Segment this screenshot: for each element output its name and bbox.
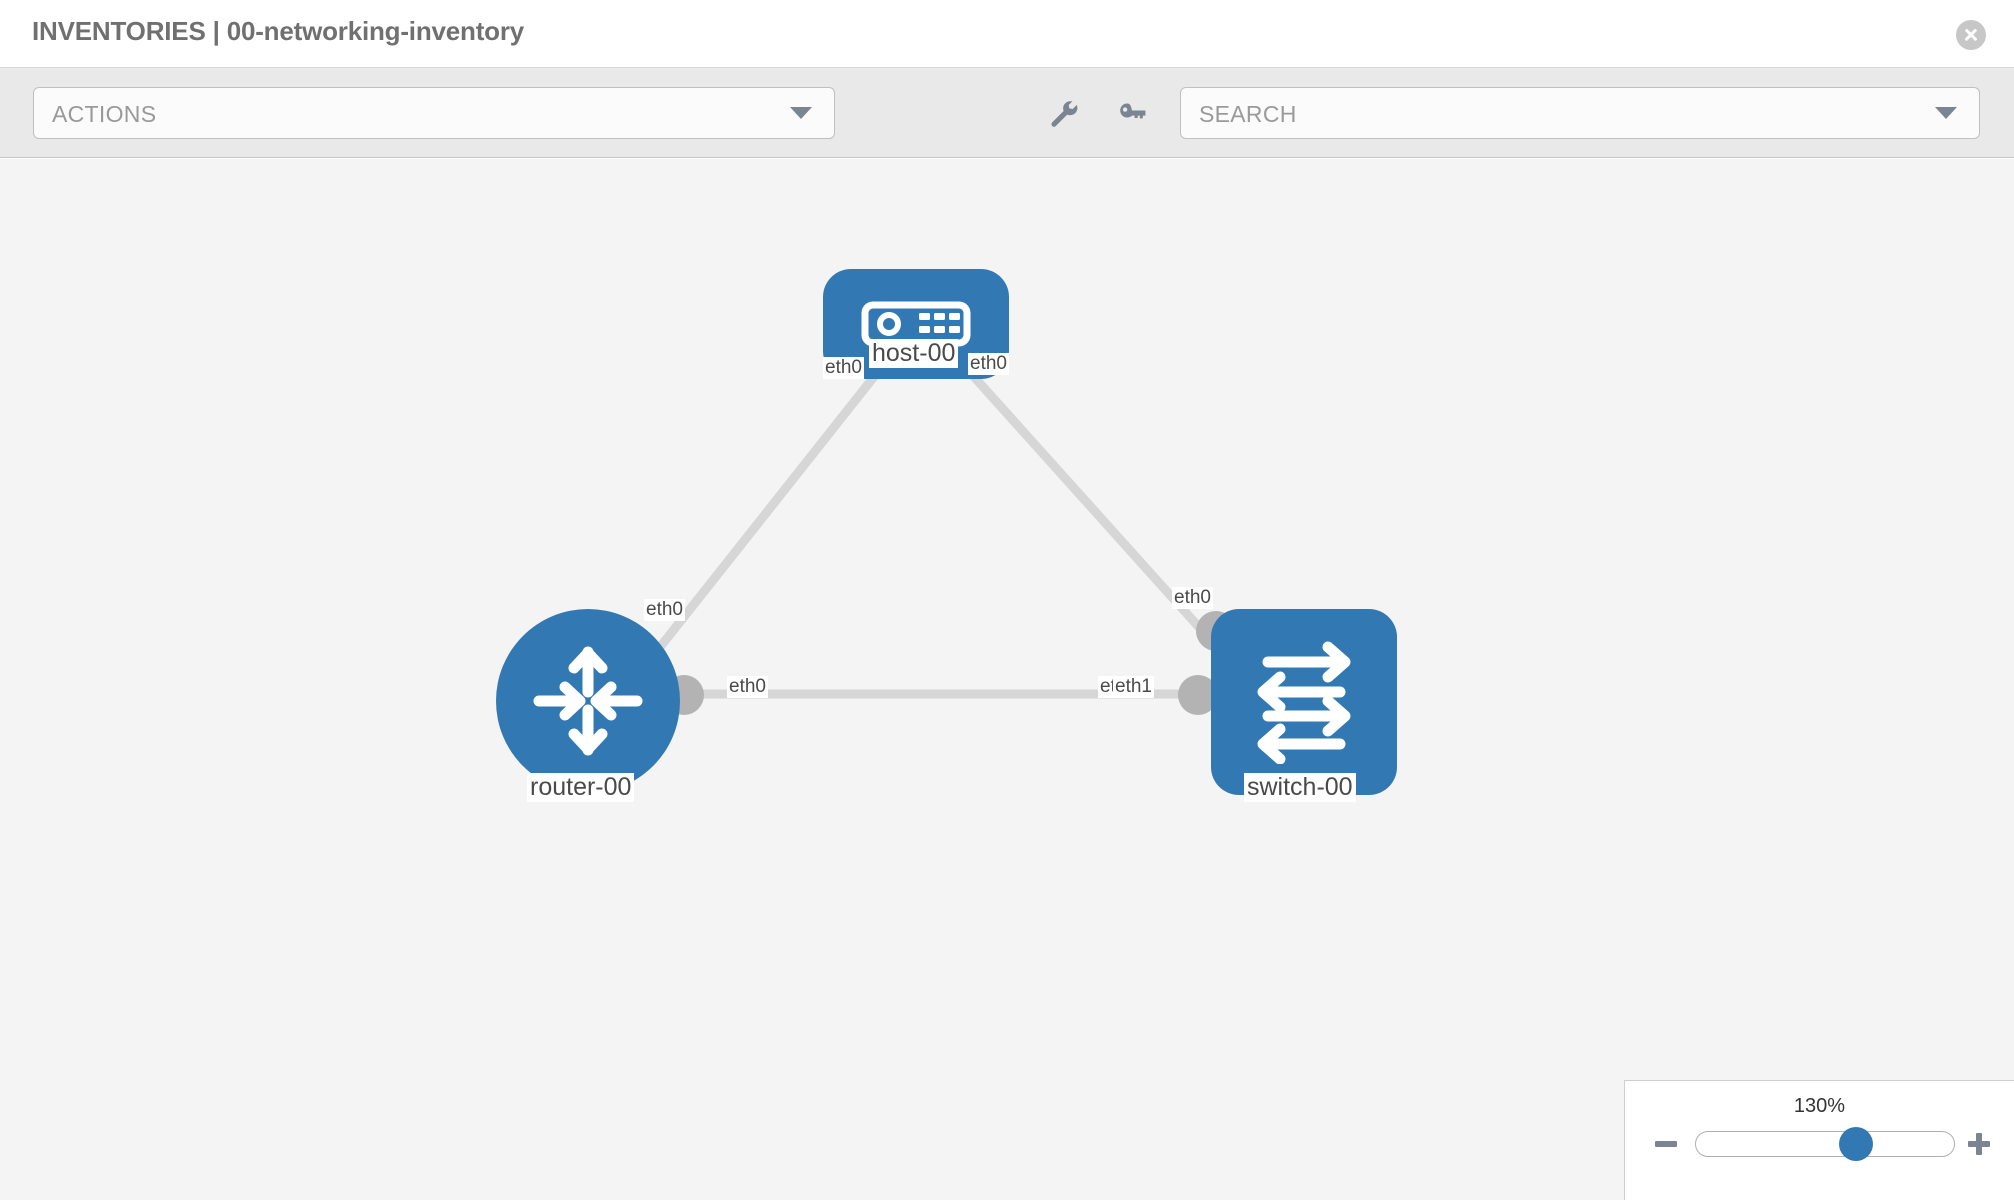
search-placeholder: SEARCH (1199, 101, 1297, 127)
page-header: INVENTORIES | 00-networking-inventory (0, 0, 2014, 68)
actions-dropdown-label: ACTIONS (52, 101, 157, 127)
node-label-switch-00[interactable]: switch-00 (1244, 773, 1356, 802)
edge-label-host-left: eth0 (823, 357, 864, 379)
zoom-slider-thumb[interactable] (1838, 1127, 1873, 1161)
zoom-percent-label: 130% (1793, 1095, 1846, 1117)
node-label-host-00[interactable]: host-00 (869, 339, 959, 368)
edge-label-host-right: eth0 (968, 353, 1009, 375)
actions-dropdown[interactable]: ACTIONS (33, 87, 835, 139)
zoom-slider[interactable] (1695, 1127, 1955, 1161)
zoom-control: 130% (1624, 1080, 2014, 1200)
router-arrows-icon (533, 646, 643, 756)
close-icon[interactable] (1956, 20, 1986, 50)
minus-icon[interactable] (1653, 1131, 1679, 1157)
chevron-down-icon (790, 107, 812, 119)
server-icon (861, 301, 971, 347)
plus-icon[interactable] (1966, 1131, 1992, 1157)
edge-label-router-up: eth0 (644, 599, 685, 621)
edge-label-switch-up: eth0 (1172, 587, 1213, 609)
switch-node-shape[interactable] (1211, 609, 1397, 795)
key-icon[interactable] (1114, 98, 1150, 130)
search-input[interactable]: SEARCH (1180, 87, 1980, 139)
toolbar: ACTIONS SEARCH (0, 68, 2014, 158)
topology-canvas[interactable]: host-00 router-00 (0, 159, 2014, 1200)
edge-label-router-right: eth0 (727, 676, 768, 698)
chevron-down-icon (1935, 107, 1957, 119)
router-node-shape[interactable] (496, 609, 680, 793)
switch-arrows-icon (1257, 641, 1351, 764)
node-label-router-00[interactable]: router-00 (527, 773, 635, 802)
edge-label-switch-left-b: eth1 (1113, 676, 1154, 698)
wrench-icon[interactable] (1046, 98, 1082, 130)
page-title: INVENTORIES | 00-networking-inventory (32, 16, 525, 46)
